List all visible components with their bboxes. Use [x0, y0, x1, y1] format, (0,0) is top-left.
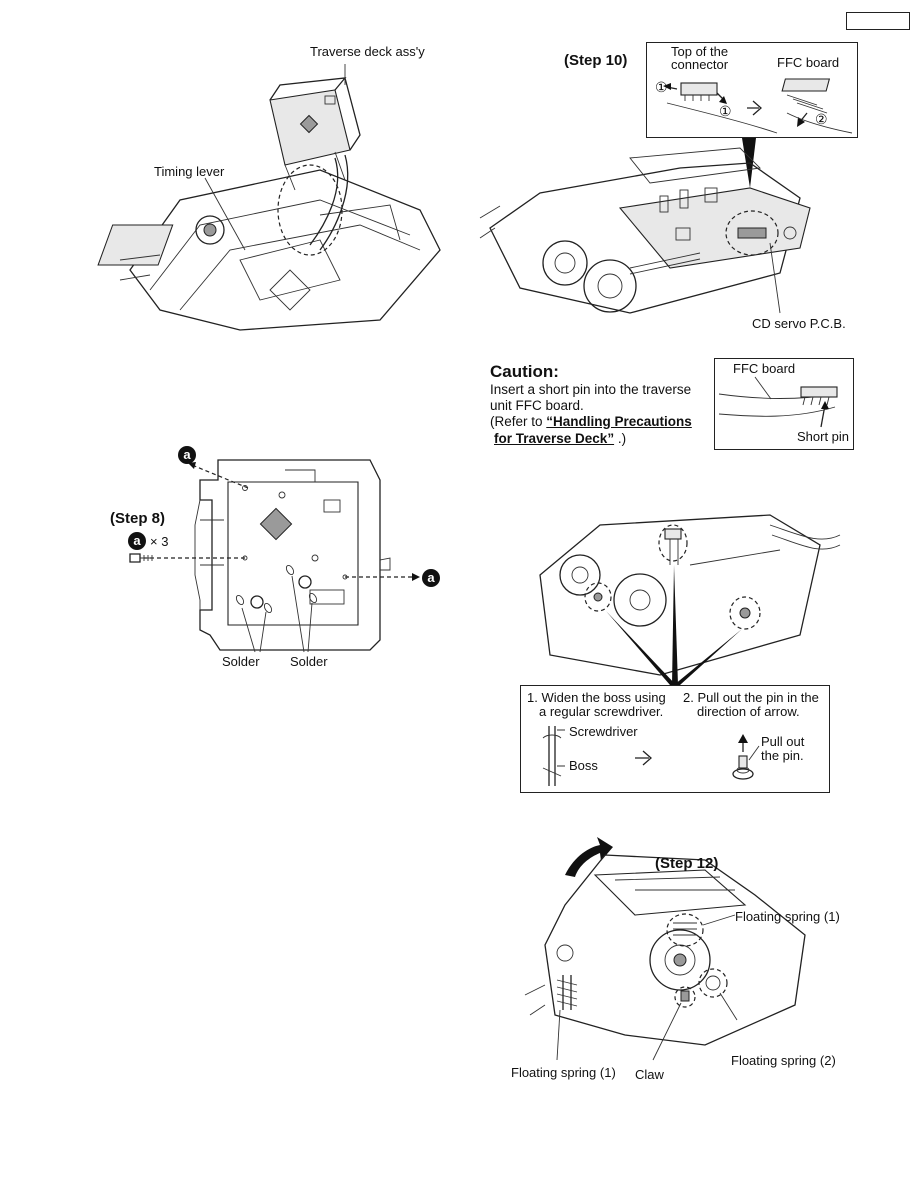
- short-pin-detail-box: FFC board Short pin: [714, 358, 854, 450]
- step12-drawing: [524, 837, 806, 1061]
- claw-label: Claw: [635, 1067, 664, 1082]
- boss-instruction-box: 1. Widen the boss using a regular screwd…: [520, 685, 830, 793]
- caution-refer-text: (Refer to: [490, 414, 547, 429]
- solder-label-1: Solder: [222, 654, 260, 669]
- page-number-box: [846, 12, 910, 30]
- handling-precautions-link[interactable]: “Handling Precautions: [546, 414, 692, 429]
- num-1a: ①: [655, 79, 668, 95]
- screwdriver-label: Screwdriver: [569, 724, 638, 739]
- step8-figure: a a a (Step 8) × 3 Solder Solder: [100, 440, 450, 680]
- boss-pin-drawing: [539, 514, 841, 685]
- short-pin-drawing: [718, 376, 838, 428]
- cd-servo-drawing: [479, 138, 811, 314]
- ffc-board-label: FFC board: [777, 55, 840, 70]
- instr1-line-a: 1. Widen the boss using: [527, 690, 666, 705]
- step8-drawing: [129, 459, 420, 653]
- timing-lever-label: Timing lever: [154, 164, 225, 179]
- caution-line-4: for Traverse Deck” .): [494, 431, 626, 446]
- traverse-deck-label: Traverse deck ass'y: [310, 44, 425, 59]
- cd-servo-label: CD servo P.C.B.: [752, 316, 846, 331]
- caution-line-1: Insert a short pin into the traverse: [490, 382, 692, 397]
- instr2-line-a: 2. Pull out the pin in the: [683, 690, 819, 705]
- num-2: ②: [815, 111, 828, 127]
- caution-title: Caution:: [490, 362, 559, 381]
- boss-detail-drawing: [542, 726, 760, 786]
- connector-detail-box: Top of the connector FFC board ① ① ②: [646, 42, 858, 138]
- step8-label: (Step 8): [110, 510, 166, 527]
- marker-a-left: a: [128, 532, 146, 550]
- box-ffc-label: FFC board: [733, 361, 796, 376]
- num-1b: ①: [719, 103, 732, 119]
- screw-count-label: × 3: [150, 534, 169, 549]
- traverse-deck-link[interactable]: for Traverse Deck”: [494, 431, 615, 446]
- traverse-deck-drawing: [97, 64, 441, 331]
- floating-spring-1-top-label: Floating spring (1): [735, 909, 840, 924]
- traverse-deck-figure: Traverse deck ass'y Timing lever: [97, 40, 450, 340]
- floating-spring-1-bottom-label: Floating spring (1): [511, 1065, 616, 1080]
- solder-label-2: Solder: [290, 654, 328, 669]
- step12-label: (Step 12): [655, 855, 719, 872]
- step10-label: (Step 10): [564, 52, 628, 69]
- step10-figure: (Step 10) Top of the connector FFC board…: [479, 38, 870, 338]
- instr1-line-b: a regular screwdriver.: [539, 704, 664, 719]
- marker-a-right: a: [422, 569, 440, 587]
- boss-label: Boss: [569, 758, 598, 773]
- pull-out-label-a: Pull out: [761, 734, 805, 749]
- top-connector-label: Top of the connector: [671, 44, 729, 72]
- caution-line-2: unit FFC board.: [490, 398, 584, 413]
- caution-block: Caution: Insert a short pin into the tra…: [490, 358, 860, 452]
- instr2-line-b: direction of arrow.: [697, 704, 800, 719]
- marker-a-top: a: [178, 446, 196, 464]
- floating-spring-2-label: Floating spring (2): [731, 1053, 836, 1068]
- pull-out-label-b: the pin.: [761, 748, 804, 763]
- caution-line-3: (Refer to “Handling Precautions: [490, 414, 692, 429]
- box-short-pin-label: Short pin: [797, 429, 850, 444]
- step12-figure: (Step 12) Floating spring (1) Floating s…: [505, 835, 885, 1085]
- connector-detail-drawing: [663, 78, 853, 134]
- caution-close-text: .): [614, 431, 627, 446]
- boss-pin-figure: 1. Widen the boss using a regular screwd…: [520, 505, 841, 795]
